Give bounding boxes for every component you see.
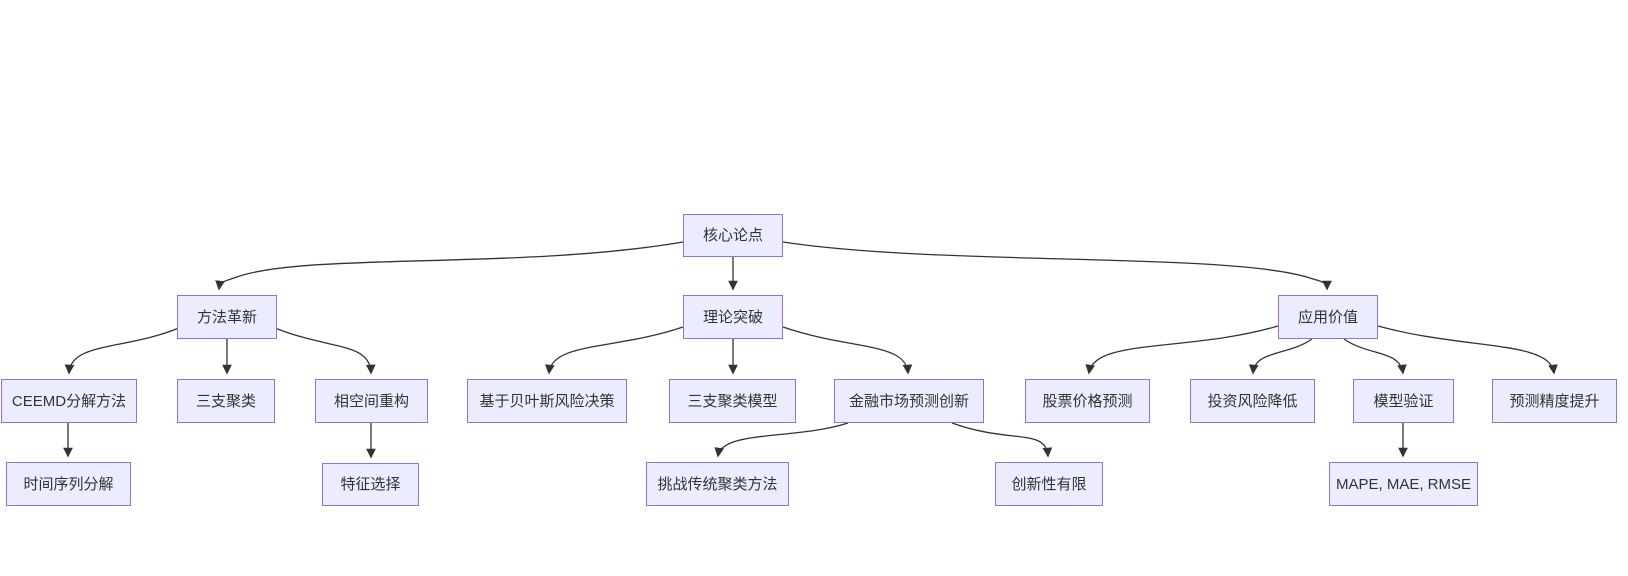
node-limited-innovation: 创新性有限 [995, 462, 1103, 506]
edge-theory-to-finance [782, 326, 913, 375]
edge-application-to-risk [1248, 338, 1313, 375]
node-label: 方法革新 [196, 308, 257, 326]
node-label: 挑战传统聚类方法 [657, 475, 778, 493]
edge-method-to-ceemd [64, 327, 180, 375]
node-model-validation: 模型验证 [1353, 379, 1454, 423]
node-label: 基于贝叶斯风险决策 [479, 392, 615, 410]
edge-application-to-accuracy [1377, 325, 1558, 375]
node-challenge-traditional-clustering: 挑战传统聚类方法 [646, 462, 789, 506]
node-label: 特征选择 [340, 476, 401, 493]
node-label: 金融市场预测创新 [848, 392, 969, 410]
node-stock-price-prediction: 股票价格预测 [1025, 379, 1150, 423]
node-error-metrics: MAPE, MAE, RMSE [1329, 462, 1478, 506]
node-feature-selection: 特征选择 [322, 463, 419, 506]
node-investment-risk-reduction: 投资风险降低 [1190, 379, 1315, 423]
node-ceemd-decomposition: CEEMD分解方法 [1, 379, 137, 423]
node-label: 理论突破 [702, 308, 763, 326]
edge-core-to-application [782, 241, 1332, 291]
node-theory-breakthrough: 理论突破 [683, 295, 783, 339]
node-financial-market-prediction: 金融市场预测创新 [834, 379, 984, 423]
node-label: 时间序列分解 [23, 475, 114, 493]
node-label: 核心论点 [702, 227, 763, 244]
edge-core-to-method [215, 241, 684, 291]
node-label: CEEMD分解方法 [11, 392, 127, 410]
node-bayesian-risk-decision: 基于贝叶斯风险决策 [467, 379, 627, 423]
node-method-innovation: 方法革新 [177, 295, 277, 339]
node-label: 预测精度提升 [1509, 392, 1600, 410]
node-time-series-decomposition: 时间序列分解 [6, 462, 131, 506]
edge-application-to-validation [1343, 338, 1407, 375]
node-application-value: 应用价值 [1278, 295, 1378, 339]
edge-application-to-stock [1085, 325, 1279, 375]
node-label: 创新性有限 [1011, 475, 1087, 493]
node-label: 相空间重构 [333, 392, 409, 410]
node-label: 三支聚类模型 [687, 392, 778, 410]
node-three-way-clustering-model: 三支聚类模型 [669, 379, 796, 423]
node-core-argument: 核心论点 [683, 214, 783, 257]
node-three-way-clustering: 三支聚类 [177, 379, 275, 423]
node-label: 模型验证 [1373, 392, 1434, 410]
edge-finance-to-limited [951, 422, 1053, 458]
node-prediction-accuracy: 预测精度提升 [1492, 379, 1617, 423]
node-label: 应用价值 [1297, 308, 1358, 326]
node-label: 股票价格预测 [1042, 392, 1133, 410]
edge-finance-to-challenge [714, 422, 849, 458]
node-label: 投资风险降低 [1207, 392, 1298, 410]
node-phase-space-reconstruction: 相空间重构 [315, 379, 428, 423]
node-label: 三支聚类 [195, 392, 256, 410]
node-label: MAPE, MAE, RMSE [1335, 475, 1472, 493]
edge-method-to-phase [274, 327, 376, 375]
edge-theory-to-bayes [544, 326, 684, 375]
